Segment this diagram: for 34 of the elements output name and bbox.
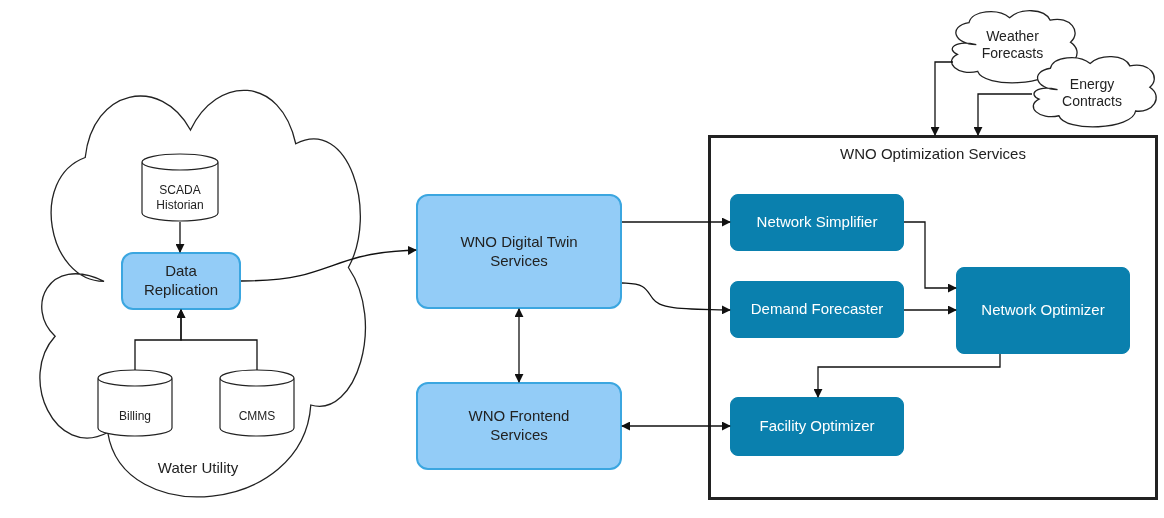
arrow [973,93,1033,136]
node-label: Billing [119,408,151,424]
arrow [240,245,417,282]
process-box [956,267,1130,354]
container-box [708,135,1158,500]
arrow [176,309,258,371]
process-box [730,281,904,338]
node-label: Network Simplifier [756,213,878,232]
node-label: Data Replication [142,262,220,300]
arrow [903,221,957,293]
process-box [730,194,904,251]
node-label: Weather Forecasts [980,27,1045,63]
node-label: WNO Optimization Services [840,144,1026,164]
node-label: Network Optimizer [981,301,1105,320]
process-box [416,194,622,309]
node-label: Water Utility [157,458,239,478]
arrow [621,217,731,227]
process-box [416,382,622,470]
arrow [514,308,524,383]
node-label: WNO Frontend Services [467,407,571,445]
process-box [730,397,904,456]
node-label: CMMS [238,408,276,424]
arrow [930,61,954,136]
arrow [621,282,731,315]
node-label: Demand Forecaster [750,300,884,319]
arrow [175,221,185,253]
node-label: Energy Contracts [1061,75,1123,111]
arrow [903,305,957,315]
process-box [121,252,241,310]
node-label: WNO Digital Twin Services [459,232,579,271]
arrow [813,353,1001,398]
node-label: SCADA Historian [155,183,205,213]
arrow [621,421,731,431]
node-label: Facility Optimizer [759,417,875,436]
